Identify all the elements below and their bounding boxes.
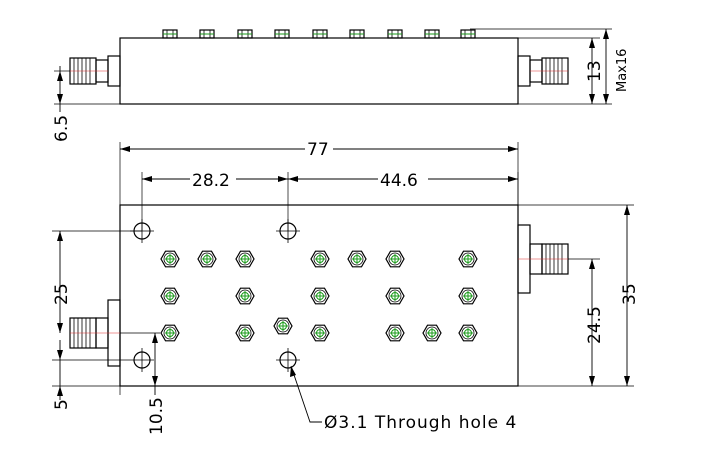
dim-text-25: 25 — [52, 283, 72, 305]
side-tuning-nut — [237, 29, 253, 39]
dim-text-77: 77 — [307, 140, 329, 160]
tuning-screw-nut — [385, 287, 405, 305]
tuning-screw-nut — [385, 324, 405, 342]
tuning-screw-nut — [310, 287, 330, 305]
side-view: 6.5 13 Max16 — [52, 28, 630, 142]
plan-right-sma-connector — [517, 224, 569, 294]
side-tuning-nut — [199, 29, 215, 39]
plan-left-sma-connector — [69, 299, 121, 367]
dimension-13: 13 — [518, 37, 612, 105]
dim-text-28-2: 28.2 — [192, 171, 230, 191]
plan-view-tuning-screws — [160, 250, 478, 342]
dimension-6-5: 6.5 — [52, 66, 120, 142]
tuning-screw-nut — [235, 287, 255, 305]
dimension-77: 77 — [119, 139, 519, 205]
plan-view: 77 28.2 44.6 — [52, 139, 640, 435]
through-holes — [130, 219, 300, 372]
dimension-hole-spans: 28.2 44.6 — [141, 170, 519, 231]
tuning-screw-nut — [273, 317, 293, 335]
tuning-screw-nut — [310, 324, 330, 342]
side-tuning-nut — [274, 29, 290, 39]
side-view-body — [119, 37, 519, 105]
dim-text-24-5: 24.5 — [585, 306, 605, 344]
side-tuning-nut — [387, 29, 403, 39]
dimension-24-5: 24.5 — [518, 258, 634, 387]
dimension-10-5: 10.5 — [119, 332, 167, 435]
side-tuning-nut — [312, 29, 328, 39]
tuning-screw-nut — [160, 250, 180, 268]
dimension-5: 5 — [52, 340, 130, 410]
tuning-screw-nut — [458, 250, 478, 268]
side-tuning-nut — [162, 29, 178, 39]
dim-text-10-5: 10.5 — [147, 397, 167, 435]
side-view-tuning-screws — [162, 29, 476, 39]
tuning-screw-nut — [310, 250, 330, 268]
tuning-screw-nut — [197, 250, 217, 268]
dim-text-35: 35 — [620, 283, 640, 305]
dim-text-max16: Max16 — [615, 49, 630, 92]
dimension-35: 35 — [518, 204, 640, 386]
through-hole-note-text: Ø3.1 Through hole 4 — [324, 413, 517, 433]
tuning-screw-nut — [422, 324, 442, 342]
tuning-screw-nut — [160, 287, 180, 305]
through-hole — [276, 348, 300, 372]
dim-text-13: 13 — [585, 60, 605, 82]
dim-text-6-5: 6.5 — [52, 115, 72, 142]
side-right-sma-connector — [517, 55, 569, 87]
tuning-screw-nut — [235, 250, 255, 268]
dimension-25: 25 — [52, 230, 142, 387]
through-hole — [276, 219, 300, 243]
side-tuning-nut — [349, 29, 365, 39]
tuning-screw-nut — [235, 324, 255, 342]
dim-text-5: 5 — [52, 399, 72, 410]
tuning-screw-nut — [458, 324, 478, 342]
through-hole — [130, 348, 154, 372]
dim-text-44-6: 44.6 — [380, 171, 418, 191]
dimension-max16: Max16 — [470, 28, 630, 104]
side-tuning-nut — [424, 29, 440, 39]
side-tuning-nut — [460, 29, 476, 39]
tuning-screw-nut — [347, 250, 367, 268]
through-hole-note: Ø3.1 Through hole 4 — [290, 365, 517, 433]
tuning-screw-nut — [458, 287, 478, 305]
tuning-screw-nut — [160, 324, 180, 342]
tuning-screw-nut — [385, 250, 405, 268]
side-left-sma-connector — [69, 55, 121, 87]
plan-view-body — [119, 204, 519, 387]
